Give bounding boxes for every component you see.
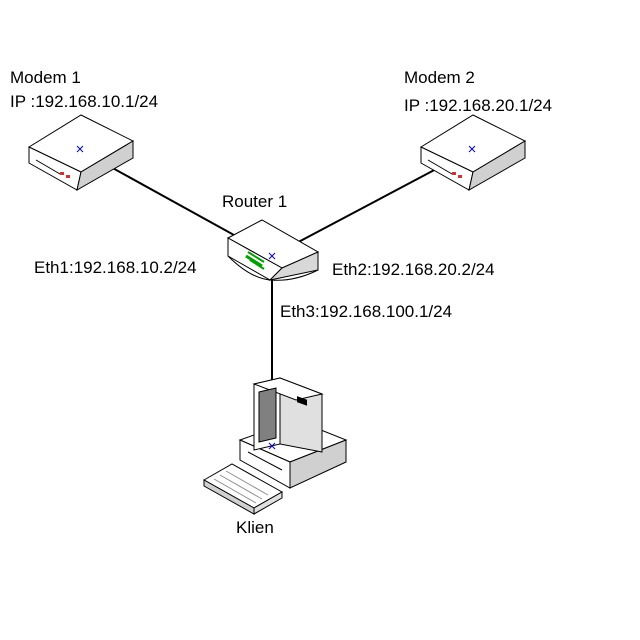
router-icon [226,219,320,281]
modem1-ip-label: IP :192.168.10.1/24 [10,92,159,111]
eth3-label: Eth3:192.168.100.1/24 [280,302,453,321]
client-pc-icon [202,377,348,515]
eth1-label: Eth1:192.168.10.2/24 [34,258,197,277]
router1-name-label: Router 1 [222,192,288,211]
eth2-label: Eth2:192.168.20.2/24 [332,260,495,279]
client-name-label: Klien [236,518,274,537]
modem2-name-label: Modem 2 [404,68,475,87]
modem1-icon [27,114,135,191]
modem2-ip-label: IP :192.168.20.1/24 [404,96,553,115]
modem2-icon [419,114,527,191]
modem1-name-label: Modem 1 [10,68,81,87]
